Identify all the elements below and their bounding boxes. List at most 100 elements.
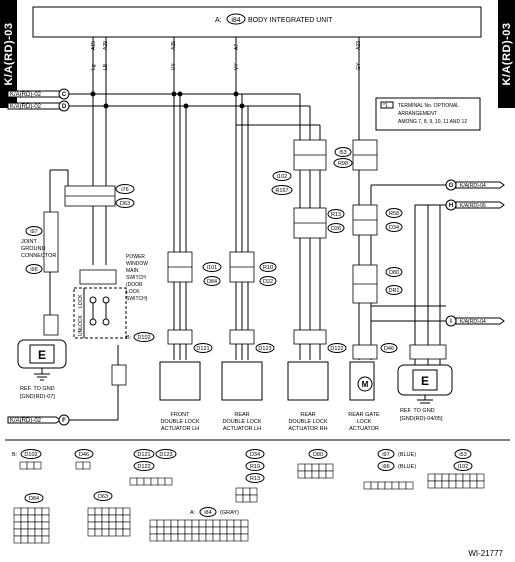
pin-cell [115, 507, 124, 516]
ref-h-line: H K/A(RD)-06 [440, 199, 505, 211]
pin-cell [94, 528, 103, 537]
pin-cell [205, 533, 214, 542]
pin-cell [448, 473, 457, 482]
note-key: *1 [383, 103, 388, 109]
joint-ground-label: JOINT GROUND CONNECTOR [21, 239, 56, 259]
pin-cell [233, 526, 242, 535]
act1-line2: DOUBLE LOCK [160, 419, 199, 425]
pin-cell [184, 519, 193, 528]
pin-cell [13, 507, 22, 516]
gnd-right-line-2: [GND(RD)-04/05] [400, 416, 443, 422]
conn-d26: D26 [331, 226, 341, 232]
ref-i-sheet: K/A(RD)-04 [460, 319, 486, 325]
pin-cell [242, 487, 251, 496]
unit-title: A: i84 BODY INTEGRATED UNIT [215, 13, 333, 25]
pin-cell [441, 480, 450, 489]
pin-cell [101, 507, 110, 516]
pin-cell [448, 480, 457, 489]
pin-cell [20, 521, 29, 530]
note-line-1: TERMINAL No. OPTIONAL [398, 103, 459, 109]
pin-cell [184, 533, 193, 542]
pin-cell [27, 521, 36, 530]
pin-cell [170, 533, 179, 542]
pin-cell [41, 528, 50, 537]
pin-cell [149, 526, 158, 535]
conn-d80: D80 [389, 270, 399, 276]
pin-cell [476, 473, 485, 482]
pin-cell [41, 535, 50, 544]
pin-cell [149, 519, 158, 528]
ref-f-line: K/A(RD)-02 F [7, 414, 70, 426]
pin-cell [163, 526, 172, 535]
pin-cell [304, 470, 313, 479]
pin-cell [156, 519, 165, 528]
pin-cell [177, 533, 186, 542]
conn-i102: i102 [277, 174, 287, 180]
pin-cell [384, 481, 393, 490]
gnd-left-line-1: REF. TO GND [20, 386, 55, 392]
conn-r10: R10 [263, 265, 273, 271]
legend-d34: D34 [250, 452, 260, 458]
pin-cell [115, 514, 124, 523]
pin-cell [434, 473, 443, 482]
pin-cell [226, 526, 235, 535]
actuator-rear-gate: M [349, 361, 375, 401]
pin-cell [26, 461, 35, 470]
legend-d84: D84 [29, 496, 39, 502]
ref-c-letter: C [62, 92, 67, 98]
conn-d123: D123 [258, 346, 271, 352]
pin-cell [212, 526, 221, 535]
conn-r98: R98 [338, 161, 348, 167]
pin-cell [122, 507, 131, 516]
pin-cell [370, 481, 379, 490]
ref-g-letter: G [449, 183, 454, 189]
ref-c-line: K/A(RD)-02 C [7, 88, 250, 100]
note-box [375, 97, 481, 131]
pin-cell [233, 519, 242, 528]
ref-f-sheet: K/A(RD)-02 [10, 418, 42, 424]
legend-i102: i102 [458, 464, 468, 470]
pin-cell [20, 507, 29, 516]
switch-line-3: MAIN [126, 268, 139, 274]
pin-cell [304, 463, 313, 472]
pin-cell [240, 533, 249, 542]
ref-f-letter: F [62, 418, 66, 424]
pin-cell [205, 526, 214, 535]
conn-i101: i101 [207, 265, 217, 271]
motor-symbol: M [362, 380, 369, 389]
pin-cell [20, 535, 29, 544]
pin-cell [82, 461, 91, 470]
act3-line3: ACTUATOR RH [288, 426, 327, 432]
act4-line1: REAR GATE [348, 412, 380, 418]
pin-cell [94, 507, 103, 516]
act1-line1: FRONT [171, 412, 191, 418]
pin-cell [75, 461, 84, 470]
pin-cell [163, 519, 172, 528]
pin-cell [198, 519, 207, 528]
pin-cell [27, 528, 36, 537]
conn-d22: D22 [263, 279, 273, 285]
wire-lg-top: Lg [91, 64, 97, 70]
conn-d34: D34 [389, 225, 399, 231]
pin-cell [318, 470, 327, 479]
pin-cell [87, 507, 96, 516]
legend-i96: i96 [382, 464, 389, 470]
pin-cell [318, 463, 327, 472]
legend-d63: D63 [98, 494, 108, 500]
pin-cell [34, 507, 43, 516]
pin-cell [297, 463, 306, 472]
pin-cell [170, 526, 179, 535]
act2-line1: REAR [234, 412, 249, 418]
actuator-rear-lh [221, 361, 263, 401]
conn-d102: D102 [137, 335, 150, 341]
pin-cell [101, 521, 110, 530]
pin-cell [219, 526, 228, 535]
pin-cell [405, 481, 414, 490]
note-line-3: AMONG 7, 8, 9, 10, 11 AND 12 [398, 119, 467, 125]
pin-cell [115, 528, 124, 537]
pin-cell [249, 494, 258, 503]
pin-cell [136, 477, 145, 486]
actuator-front-lh [159, 361, 201, 401]
act3-line1: REAR [300, 412, 315, 418]
